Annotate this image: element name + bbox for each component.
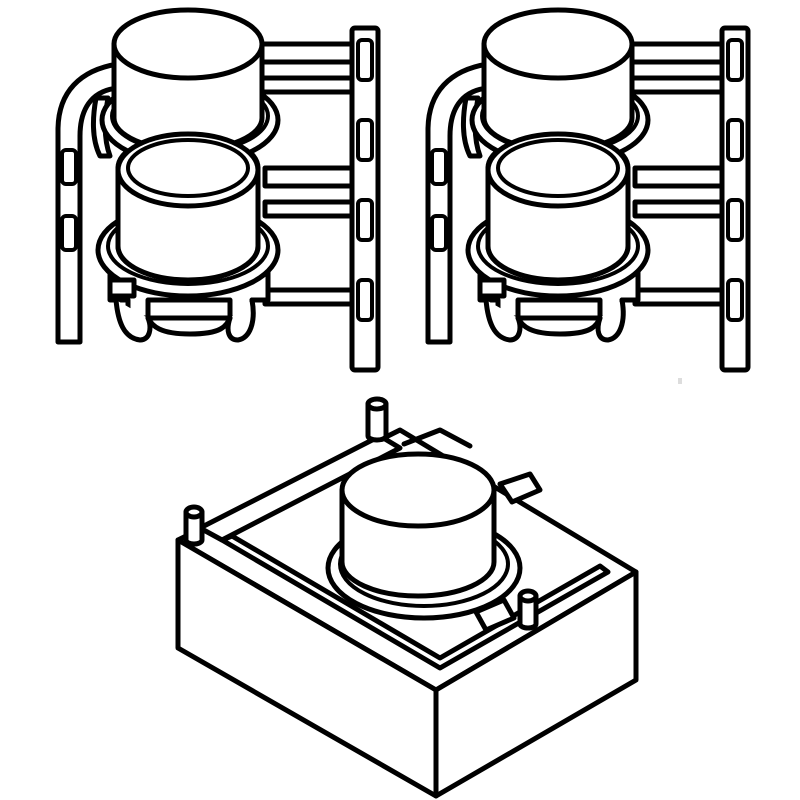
corner-pin-left (183, 504, 205, 547)
corner-pin-top (365, 396, 389, 443)
corner-pin-right (517, 588, 539, 631)
bobbin-view-top-right (428, 10, 748, 370)
bobbin-view-bottom (175, 396, 639, 799)
speck (678, 378, 682, 384)
bobbin-view-top-left (58, 10, 378, 370)
